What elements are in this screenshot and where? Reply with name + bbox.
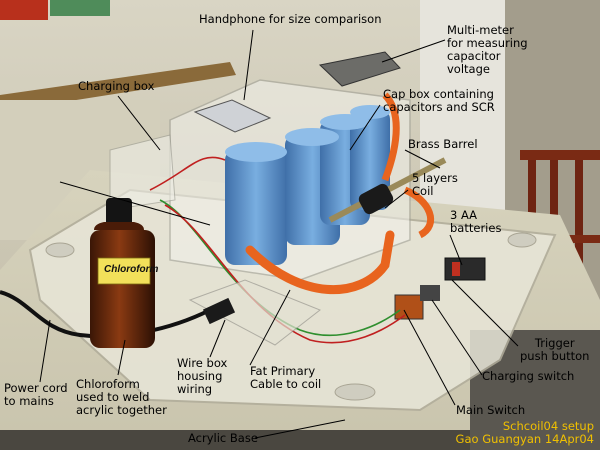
red-basket <box>0 0 48 20</box>
label-multimeter-line2: for measuring <box>447 36 528 50</box>
photo-credit: Schcoil04 setup Gao Guangyan 14Apr04 <box>456 420 594 446</box>
orange-cable <box>381 92 400 182</box>
leader-lines <box>39 29 519 439</box>
label-fat-primary-line2: Cable to coil <box>250 377 322 391</box>
label-wire-box-line2: housing <box>177 369 223 383</box>
wooden-shelf <box>0 62 236 112</box>
label-trigger: Trigger push button <box>520 337 589 363</box>
label-wire-box-line3: wiring <box>177 382 213 396</box>
label-multimeter-line3: capacitor <box>447 49 501 63</box>
coil <box>358 183 394 215</box>
label-cap-box-line1: Cap box containing <box>383 87 494 101</box>
green-container <box>50 0 110 16</box>
fat-primary-cable <box>245 230 395 295</box>
label-fat-primary-line1: Fat Primary <box>250 364 316 378</box>
multimeter <box>318 51 401 87</box>
credit-line1: Schcoil04 setup <box>502 419 594 433</box>
label-coil-line2: Coil <box>412 184 434 198</box>
label-chloroform-line1: Chloroform <box>76 377 140 391</box>
table-edge <box>0 430 470 450</box>
label-power-cord-line2: to mains <box>4 394 54 408</box>
battery <box>452 262 460 276</box>
label-wire-box: Wire box housing wiring <box>177 357 227 396</box>
power-cord <box>0 290 211 339</box>
power-plug <box>202 297 236 325</box>
battery-holder <box>444 257 486 281</box>
wire-box <box>188 279 321 346</box>
base-foot <box>334 383 376 401</box>
label-multimeter-line4: voltage <box>447 62 490 76</box>
label-chloroform-line2: used to weld <box>76 390 150 404</box>
label-batteries: 3 AA batteries <box>450 209 501 235</box>
label-brass-barrel: Brass Barrel <box>408 137 478 151</box>
wire <box>164 204 406 344</box>
wire <box>149 156 226 191</box>
main-switch-body <box>394 294 424 320</box>
label-trigger-line2: push button <box>520 349 590 363</box>
label-multimeter: Multi-meter for measuring capacitor volt… <box>447 24 528 76</box>
label-acrylic-base: Acrylic Base <box>188 431 258 445</box>
label-fat-primary: Fat Primary Cable to coil <box>250 365 321 391</box>
label-charging-box: Charging box <box>78 79 155 93</box>
charging-box <box>109 134 176 211</box>
label-multimeter-line1: Multi-meter <box>447 23 514 37</box>
label-charging-switch: Charging switch <box>482 369 575 383</box>
base-foot <box>45 242 75 258</box>
label-chloroform: Chloroform used to weld acrylic together <box>76 378 167 417</box>
label-trigger-line1: Trigger <box>534 336 575 350</box>
label-chloroform-line3: acrylic together <box>76 403 167 417</box>
chloroform-bottle <box>90 198 155 348</box>
base-foot <box>507 232 537 248</box>
charging-switch-body <box>420 285 440 301</box>
capacitors <box>225 105 390 265</box>
orange-cable <box>403 186 435 239</box>
label-main-switch: Main Switch <box>456 403 526 417</box>
label-wire-box-line1: Wire box <box>177 356 228 370</box>
bottle-label: Chloroform <box>104 264 159 275</box>
label-batteries-line2: batteries <box>450 221 502 235</box>
credit-line2: Gao Guangyan 14Apr04 <box>455 432 594 446</box>
label-handphone: Handphone for size comparison <box>199 12 382 26</box>
label-coil-line1: 5 layers <box>412 171 458 185</box>
label-power-cord: Power cord to mains <box>4 382 68 408</box>
label-cap-box: Cap box containing capacitors and SCR <box>383 88 495 114</box>
label-batteries-line1: 3 AA <box>450 208 478 222</box>
handphone <box>193 99 272 133</box>
label-coil: 5 layers Coil <box>412 172 458 198</box>
label-cap-box-line2: capacitors and SCR <box>383 100 495 114</box>
label-power-cord-line1: Power cord <box>4 381 68 395</box>
